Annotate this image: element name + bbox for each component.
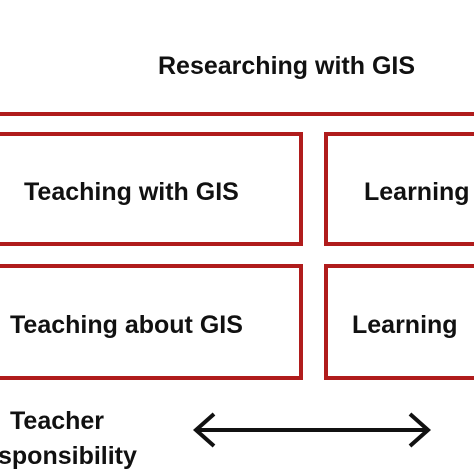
teaching-about-gis-box	[0, 264, 303, 380]
learning-about-gis-box	[324, 264, 474, 380]
researching-with-gis-label: Researching with GIS	[158, 52, 416, 80]
teaching-with-gis-box	[0, 132, 303, 246]
learning-about-gis-label: Learning	[352, 311, 458, 339]
double-arrow-icon	[192, 412, 432, 448]
learning-with-gis-box	[324, 132, 474, 246]
teacher-responsibility-label-line2: sponsibility	[0, 442, 137, 470]
teaching-with-gis-label: Teaching with GIS	[24, 178, 239, 206]
teacher-responsibility-label-line1: Teacher	[10, 407, 105, 435]
learning-with-gis-label: Learning	[364, 178, 470, 206]
teaching-about-gis-label: Teaching about GIS	[10, 311, 243, 339]
researching-with-gis-box	[0, 0, 474, 116]
